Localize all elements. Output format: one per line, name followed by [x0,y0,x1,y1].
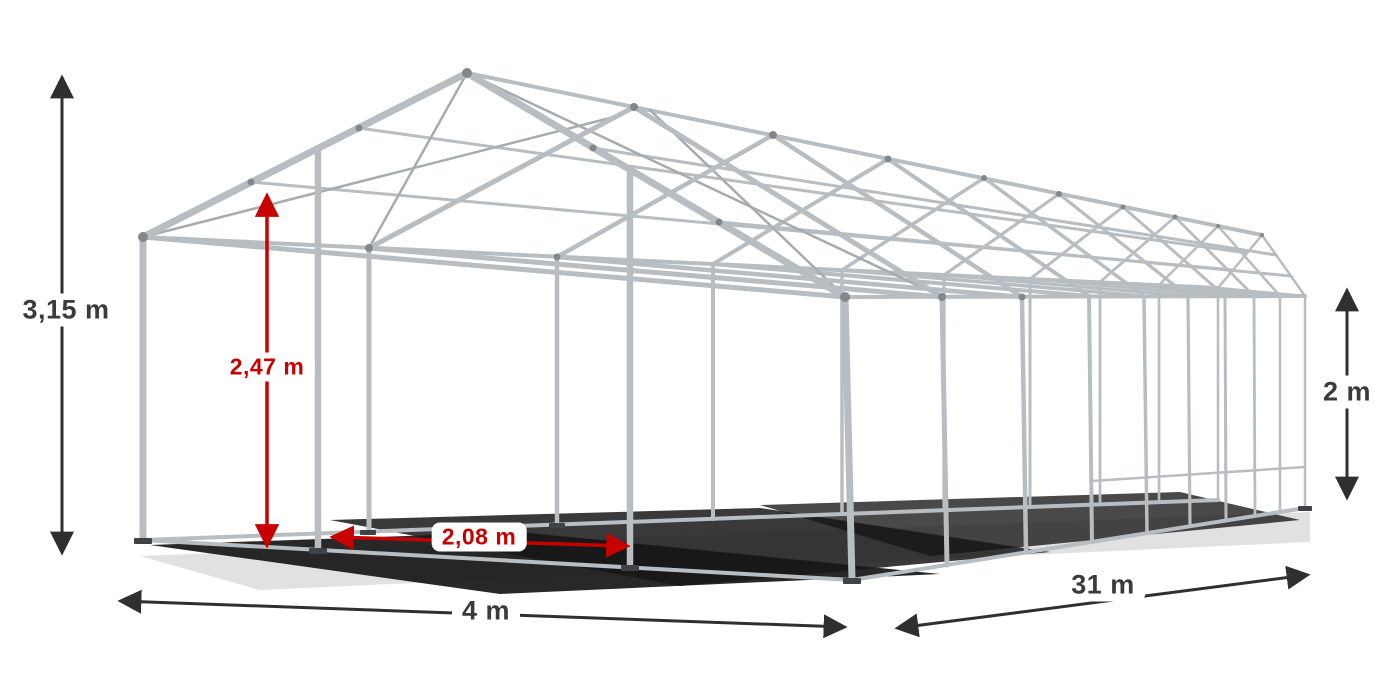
dimension-label-clearance-height: 2,47 m [219,352,315,382]
frame-bay-7 [1028,205,1228,523]
dimension-label-wall-height: 2 m [1312,375,1382,409]
dimension-label-clearance-width: 2,08 m [431,522,527,552]
roof-braces [141,71,944,299]
dimension-label-front-width: 4 m [451,594,521,628]
frame-bay-4 [711,157,1094,544]
frame-bay-2 [366,104,950,568]
frame-bay-3 [554,132,1029,555]
dimension-label-total-height: 3,15 m [12,293,120,327]
frame-bay-10 [1216,233,1307,510]
frame-structure [139,69,1307,584]
frame-joints [138,68,1264,302]
dimension-label-side-length: 31 m [1061,568,1145,602]
front-gable-frame [139,69,856,584]
side-length-arrow [894,565,1311,638]
